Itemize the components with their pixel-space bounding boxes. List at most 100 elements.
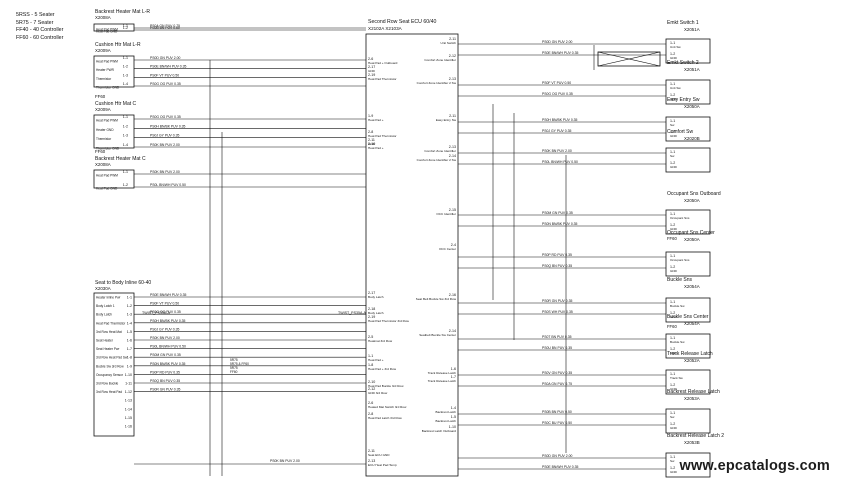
variant-note: FF60 (667, 236, 677, 241)
crossover-box (597, 51, 661, 67)
variant-note: 5R75 & FF60 (230, 362, 249, 366)
pin-name: Heat Pad PWM (96, 174, 118, 178)
component-code: X2052A (684, 358, 700, 363)
component-box (93, 114, 135, 149)
pin-number: 1-2 (670, 223, 675, 227)
component-box (665, 147, 711, 173)
pin-name: Heat Pad PWM (96, 119, 118, 123)
pin-name: Body Latch (368, 311, 384, 315)
pin-name: OCC Identifier (436, 212, 456, 216)
wire-code: PS0N BN/BK PUV 0.35 (150, 362, 186, 366)
pin-number: 1-11 (125, 382, 132, 386)
pin-number: 1-13 (125, 399, 132, 403)
pin-number: 1-4 (127, 321, 132, 325)
pin-name: Sw (670, 123, 675, 127)
wire-code: PS0D GN PUV 2.00 (542, 454, 572, 458)
component-title: Comfort Sw (667, 129, 694, 135)
pin-name: Buckle Sw 3rd Row (96, 364, 124, 368)
pin-name: GND (670, 134, 678, 138)
pin-name: Backrest Latch (436, 419, 457, 423)
variant-legend: 5RSS - 5 Seater 5R75 - 7 Seater FF40 - 4… (16, 12, 63, 42)
splice-label: TWIST_PS35A-A (142, 311, 171, 315)
component-box (665, 297, 711, 323)
pin-number: 2-5 (368, 335, 373, 339)
pin-number: 1-1 (670, 411, 675, 415)
pin-name: GND (670, 56, 678, 60)
component-title: Track Release Latch (667, 351, 713, 357)
pin-number: 1-3 (123, 134, 128, 138)
component-box (665, 38, 711, 64)
pin-name: 3rd Row Heat Mat (96, 330, 122, 334)
component-box (665, 116, 711, 142)
pin-number: 1-1 (670, 119, 675, 123)
component-box (665, 408, 711, 434)
inline-connector-box (93, 292, 135, 437)
pin-number: 2-18 (368, 307, 375, 311)
pin-number: 1-2 (123, 26, 128, 30)
component-code: X2054A (684, 284, 700, 289)
pin-number: 1-2 (670, 130, 675, 134)
pin-number: 1-1 (670, 41, 675, 45)
pin-name: Body Latch (96, 313, 112, 317)
pin-number: 1-1 (670, 455, 675, 459)
component-title: Backrest Heater Mat C (95, 156, 146, 162)
pin-name: Heat Pad + (368, 358, 384, 362)
wire-code: PS0B BN PUV 0.50 (542, 410, 572, 414)
component-box (665, 79, 711, 105)
variant-note: 5R75 (230, 366, 238, 370)
pin-number: 1-2 (670, 466, 675, 470)
pin-number: 1-1 (670, 372, 675, 376)
pin-number: 1-2 (670, 161, 675, 165)
component-code: X2050A (684, 104, 700, 109)
pin-number: 1-2 (670, 52, 675, 56)
component-title: Backrest Release Latch 2 (667, 433, 724, 439)
wire-code: PS0A GN PUV 0.75 (542, 382, 572, 386)
pin-number: 2-4 (451, 243, 456, 247)
pin-name: Buckle Sw (670, 304, 685, 308)
pin-number: 2-13 (368, 459, 375, 463)
pin-number: 1-2 (123, 124, 128, 128)
pin-name: GND 3rd Row (368, 391, 388, 395)
pin-number: 2-6 (368, 57, 373, 61)
pin-number: 2-17 (368, 291, 375, 295)
pin-number: 1-10 (449, 425, 456, 429)
crossover-wire (597, 51, 661, 67)
component-title: Emkt Switch 1 (667, 20, 699, 26)
pin-name: Heated Mat Switch 3rd Row (368, 405, 407, 409)
pin-number: 1-9 (127, 364, 132, 368)
pin-number: 1-12 (125, 390, 132, 394)
pin-name: Heater GND (96, 128, 114, 132)
pin-name: Body Latch 1 (96, 304, 115, 308)
pin-name: Backrest Latch Outboard (422, 429, 457, 433)
wire-code: PS0P RD PUV 0.35 (150, 370, 180, 374)
wire-code: PS0D GN PUV 2.00 (150, 56, 180, 60)
pin-name: GND (368, 69, 376, 73)
pin-name: Heat Pad + (368, 118, 384, 122)
pin-number: 2-19 (368, 73, 375, 77)
wire-code: PS0L BN/WH PUV 0.50 (542, 160, 578, 164)
pin-number: 2-11 (368, 449, 375, 453)
wire-code: PS0B BN PUV 0.50 (150, 26, 180, 30)
pin-number: 1-1 (670, 82, 675, 86)
pin-number: 1-1 (123, 56, 128, 60)
pin-name: Seat ECU GND (368, 453, 390, 457)
wire-code: PS0M GN PUV 0.35 (542, 211, 573, 215)
pin-name: Comfort Zone Identifier 2 Sw (417, 158, 457, 162)
pin-name: Unit Switch (441, 41, 457, 45)
component-code: X2008A (95, 162, 111, 167)
component-code: X2050A (684, 237, 700, 242)
pin-name: ECU Heat Pad Temp (368, 463, 397, 467)
wire-code: PS0G OG PUV 0.35 (542, 92, 573, 96)
wire-code: PS0K BN PUV 2.00 (150, 170, 180, 174)
component-code: X2053A (684, 396, 700, 401)
pin-name: Track Release Latch (428, 371, 457, 375)
component-box (665, 369, 711, 395)
pin-number: 1-8 (127, 356, 132, 360)
pin-name: Occupant Sns (670, 258, 690, 262)
wire-code: PS0K BN PUV 2.00 (150, 143, 180, 147)
ecu-code: X2102A X2103A (368, 26, 403, 31)
component-code: X2050A (684, 198, 700, 203)
pin-name: Heat Pad GND (96, 187, 118, 191)
pin-name: Heatmat 3rd Row (368, 339, 393, 343)
